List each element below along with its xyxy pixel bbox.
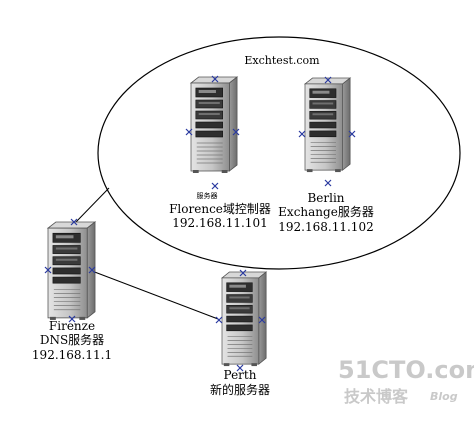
watermark-sub: 技术博客 xyxy=(344,387,409,406)
domain-ellipse xyxy=(97,36,461,270)
server-ip-label: 192.168.11.1 xyxy=(32,348,112,362)
server-tower-icon xyxy=(47,221,96,321)
server-firenze[interactable]: Firenze DNS服务器 192.168.11.1 xyxy=(32,217,112,363)
server-ip-label: 192.168.11.101 xyxy=(172,216,267,230)
server-perth[interactable]: Perth 新的服务器 xyxy=(210,268,270,398)
watermark-brand: 51CTO.com xyxy=(338,356,474,384)
selection-handle[interactable] xyxy=(69,217,79,227)
selection-handle[interactable] xyxy=(238,268,248,278)
selection-handle[interactable] xyxy=(184,127,194,137)
link-firenze-perth xyxy=(91,270,219,320)
server-role-label: DNS服务器 xyxy=(40,332,104,347)
selection-handle[interactable] xyxy=(323,178,333,188)
watermark-blog: Blog xyxy=(430,390,458,403)
selection-handle[interactable] xyxy=(214,315,224,325)
selection-handle[interactable] xyxy=(231,127,241,137)
selection-handle[interactable] xyxy=(210,181,220,191)
server-tower-icon xyxy=(304,77,351,173)
server-name-label: Florence域控制器 xyxy=(169,202,271,216)
selection-handle[interactable] xyxy=(257,315,267,325)
server-role-label: 新的服务器 xyxy=(210,382,270,397)
selection-handle[interactable] xyxy=(297,129,307,139)
selection-handle[interactable] xyxy=(87,265,97,275)
server-tag: 服务器 xyxy=(197,191,218,200)
selection-handle[interactable] xyxy=(347,129,357,139)
server-berlin[interactable]: Berlin Exchange服务器 192.168.11.102 xyxy=(278,75,374,235)
domain-title: Exchtest.com xyxy=(244,54,320,67)
server-name-label: Perth xyxy=(224,368,257,382)
server-name-label: Firenze xyxy=(49,319,95,333)
selection-handle[interactable] xyxy=(323,75,333,85)
server-florence[interactable]: 服务器 Florence域控制器 192.168.11.101 xyxy=(169,74,271,231)
server-ip-label: 192.168.11.102 xyxy=(278,220,373,234)
selection-handle[interactable] xyxy=(43,265,53,275)
selection-handle[interactable] xyxy=(210,74,220,84)
server-tower-icon xyxy=(190,76,238,174)
server-name-label: Berlin xyxy=(307,191,344,205)
server-role-label: Exchange服务器 xyxy=(278,204,374,219)
watermark: 51CTO.com 技术博客 Blog xyxy=(338,356,474,406)
link-firenze-domain xyxy=(74,187,110,224)
